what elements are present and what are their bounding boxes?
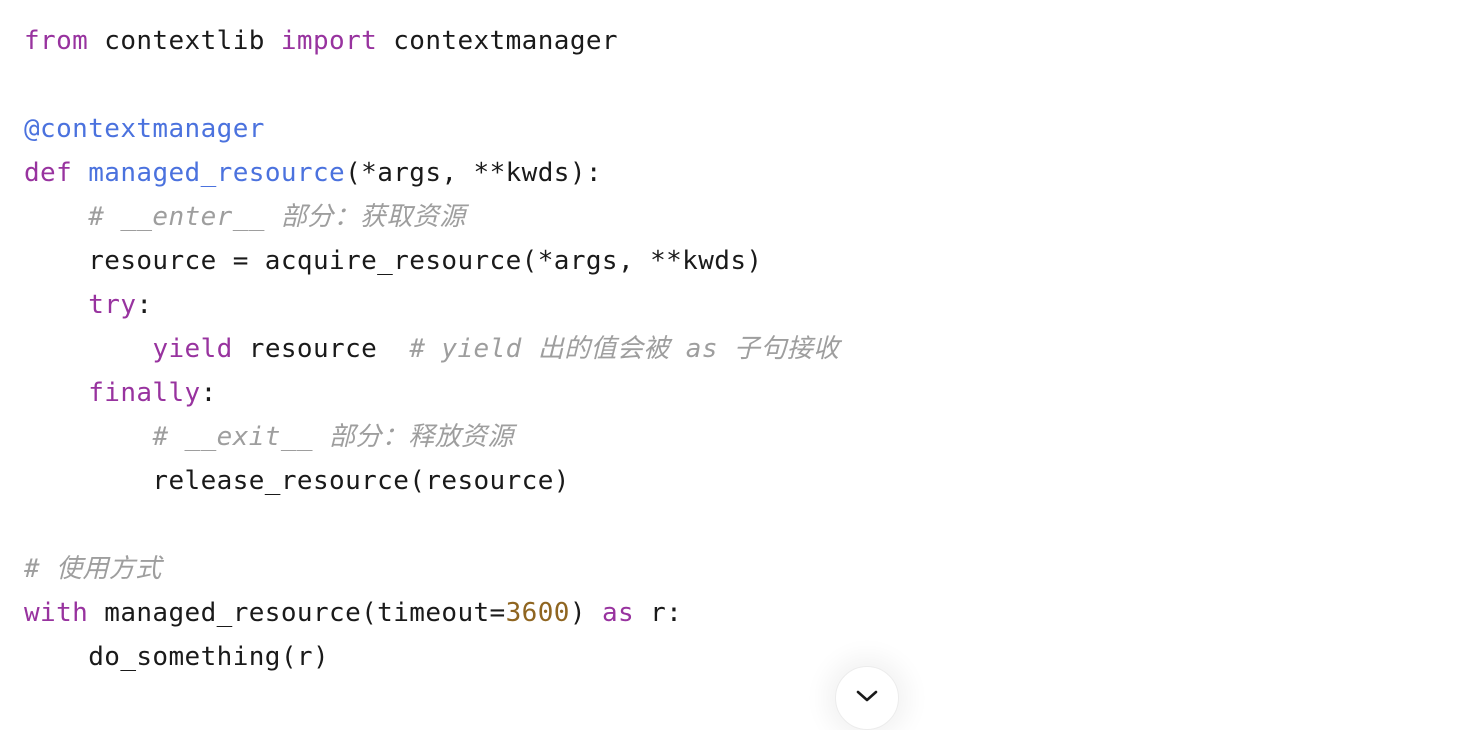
code-line: # __exit__ 部分：释放资源 <box>24 415 840 459</box>
code-token-cm: # __exit__ 部分：释放资源 <box>152 422 514 452</box>
code-token-kw: as <box>601 598 635 628</box>
code-token-plain: resource <box>232 334 410 364</box>
code-line: @contextmanager <box>24 107 840 151</box>
code-token-plain <box>24 422 152 452</box>
code-token-plain: release_resource(resource) <box>24 466 570 496</box>
code-token-plain <box>24 378 88 408</box>
code-token-plain: r: <box>634 598 683 628</box>
code-token-plain: : <box>200 378 217 408</box>
code-token-plain: (*args, **kwds): <box>345 158 602 188</box>
scroll-to-bottom-button[interactable] <box>835 666 899 730</box>
code-line: yield resource # yield 出的值会被 as 子句接收 <box>24 327 840 371</box>
code-line: release_resource(resource) <box>24 459 840 503</box>
code-line: with managed_resource(timeout=3600) as r… <box>24 591 840 635</box>
code-line: ​ <box>24 63 840 107</box>
code-line: # 使用方式 <box>24 547 840 591</box>
code-token-plain: contextlib <box>88 26 281 56</box>
code-token-plain: : <box>136 290 153 320</box>
code-token-dec: @contextmanager <box>24 114 265 144</box>
code-token-plain: ) <box>569 598 602 628</box>
code-token-kw: try <box>88 290 137 320</box>
code-token-cm: # 使用方式 <box>24 554 162 584</box>
code-token-plain: resource = acquire_resource(*args, **kwd… <box>24 246 763 276</box>
code-line: # __enter__ 部分：获取资源 <box>24 195 840 239</box>
code-token-kw: yield <box>152 334 233 364</box>
code-token-plain <box>24 202 88 232</box>
code-line: resource = acquire_resource(*args, **kwd… <box>24 239 840 283</box>
code-token-cm: # yield 出的值会被 as 子句接收 <box>409 334 840 364</box>
chevron-down-icon <box>856 690 878 702</box>
code-line: finally: <box>24 371 840 415</box>
code-line: do_something(r) <box>24 635 840 679</box>
code-token-plain <box>24 334 152 364</box>
code-token-plain: managed_resource(timeout= <box>88 598 506 628</box>
code-line: def managed_resource(*args, **kwds): <box>24 151 840 195</box>
code-line: ​ <box>24 503 840 547</box>
code-token-num: 3600 <box>505 598 570 628</box>
code-token-fn: managed_resource <box>88 158 346 188</box>
code-line: from contextlib import contextmanager <box>24 19 840 63</box>
code-token-plain: contextmanager <box>377 26 618 56</box>
code-token-kw: from <box>24 26 89 56</box>
code-token-kw: import <box>280 26 378 56</box>
code-token-plain <box>24 290 88 320</box>
code-token-kw: finally <box>88 378 201 408</box>
code-token-plain <box>72 158 88 188</box>
code-line: try: <box>24 283 840 327</box>
code-token-cm: # __enter__ 部分：获取资源 <box>88 202 466 232</box>
code-token-kw: with <box>24 598 89 628</box>
code-token-plain: do_something(r) <box>24 642 330 672</box>
code-block: from contextlib import contextmanager​@c… <box>24 19 840 679</box>
code-token-kw: def <box>24 158 73 188</box>
